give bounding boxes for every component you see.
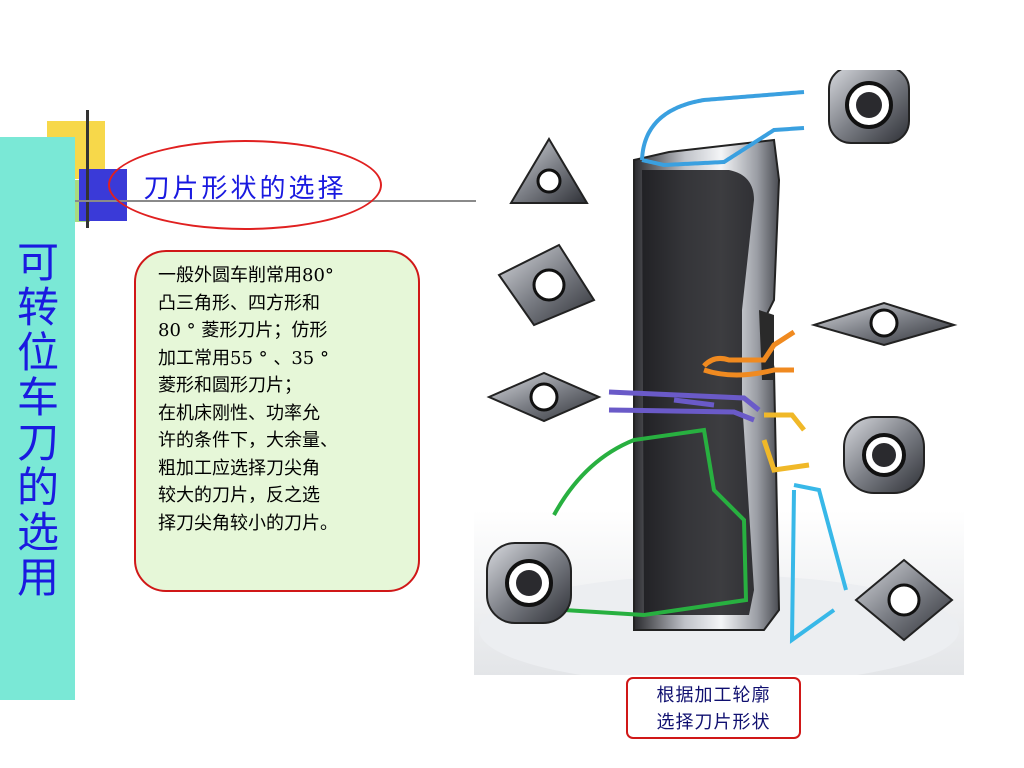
side-bar <box>0 137 75 700</box>
green-toolpath <box>552 427 749 618</box>
square-insert-icon <box>854 558 954 642</box>
info-line: 择刀尖角较小的刀片。 <box>158 512 338 534</box>
caption-line: 根据加工轮廓 <box>656 685 771 706</box>
info-line: 菱形和圆形刀片； <box>158 375 302 396</box>
orange-toolpath <box>702 329 796 378</box>
purple-toolpath <box>608 389 761 423</box>
info-line: 加工常用55 ° 、35 ° <box>158 347 329 369</box>
yellow-toolpath <box>761 412 810 473</box>
cyan-toolpath <box>789 483 848 644</box>
side-title-char: 转 <box>16 283 59 332</box>
page-title: 刀片形状的选择 <box>143 174 347 204</box>
wheel-profile <box>633 138 781 631</box>
decor-vertical-line <box>86 110 89 228</box>
info-line: 较大的刀片，反之选 <box>158 485 320 506</box>
insert-selection-illustration <box>474 70 964 675</box>
round-insert-icon <box>843 416 925 494</box>
info-box: 一般外圆车削常用80° 凸三角形、四方形和 80 ° 菱形刀片；仿形 加工常用5… <box>134 250 420 592</box>
round-insert-icon <box>486 542 572 624</box>
side-title-char: 的 <box>16 463 59 512</box>
side-title: 可 转 位 车 刀 的 选 用 <box>10 240 66 600</box>
side-title-char: 用 <box>16 553 59 602</box>
side-title-char: 选 <box>16 508 59 557</box>
side-title-char: 刀 <box>16 418 59 467</box>
caption-line: 选择刀片形状 <box>656 712 771 733</box>
info-line: 一般外圆车削常用80° <box>158 265 334 286</box>
title-ellipse <box>108 140 382 230</box>
info-line: 在机床刚性、功率允 <box>158 402 320 424</box>
rhombus-insert-icon <box>810 301 958 347</box>
triangle-insert-icon <box>509 137 589 204</box>
info-line: 粗加工应选择刀尖角 <box>158 457 320 479</box>
side-title-char: 可 <box>16 238 59 287</box>
info-line: 凸三角形、四方形和 <box>158 292 320 314</box>
caption-box: 根据加工轮廓 选择刀片形状 <box>626 677 801 739</box>
info-line: 80 ° 菱形刀片；仿形 <box>158 320 328 341</box>
side-title-char: 位 <box>16 328 59 377</box>
side-title-char: 车 <box>16 373 59 422</box>
rhombus-insert-icon <box>486 371 602 423</box>
info-line: 许的条件下，大余量、 <box>158 430 338 451</box>
rhombus-insert-icon <box>497 243 596 327</box>
round-insert-icon <box>828 70 910 144</box>
blue-toolpath <box>640 90 805 168</box>
